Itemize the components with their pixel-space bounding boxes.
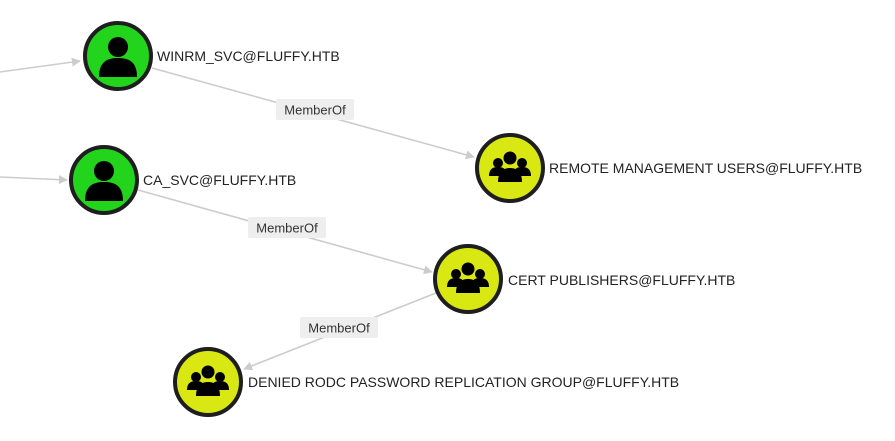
node-remote-management-users[interactable] [475, 133, 545, 203]
node-winrm-svc[interactable] [83, 21, 153, 91]
incoming-edge-winrm[interactable] [0, 57, 81, 73]
edge-label: MemberOf [284, 103, 346, 118]
node-ca-svc[interactable] [69, 145, 139, 215]
node-cert-publishers[interactable] [433, 244, 503, 314]
user-icon [85, 161, 123, 201]
edge-label: MemberOf [308, 321, 370, 336]
edge-label-bg [248, 217, 326, 238]
group-icon [187, 365, 229, 396]
group-icon [489, 151, 531, 182]
edge-label-bg [276, 99, 354, 120]
edge-ca-to-cert-publishers[interactable]: MemberOf [137, 189, 433, 275]
user-icon [99, 37, 137, 77]
group-icon [447, 262, 489, 293]
node-label-remote-management-users[interactable]: REMOTE MANAGEMENT USERS@FLUFFY.HTB [549, 160, 862, 176]
node-label-cert-publishers[interactable]: CERT PUBLISHERS@FLUFFY.HTB [508, 272, 735, 288]
edge-winrm-to-remote-mgmt[interactable]: MemberOf [151, 67, 475, 160]
node-label-ca-svc[interactable]: CA_SVC@FLUFFY.HTB [143, 172, 296, 188]
node-label-winrm-svc[interactable]: WINRM_SVC@FLUFFY.HTB [157, 48, 340, 64]
node-label-denied-rodc-group[interactable]: DENIED RODC PASSWORD REPLICATION GROUP@F… [248, 374, 679, 390]
edge-label-bg [300, 317, 378, 338]
edge-label: MemberOf [256, 221, 318, 236]
incoming-edge-ca[interactable] [0, 175, 68, 185]
edge-cert-publishers-to-denied-rodc[interactable]: MemberOf [243, 292, 437, 371]
node-denied-rodc-group[interactable] [173, 347, 243, 417]
